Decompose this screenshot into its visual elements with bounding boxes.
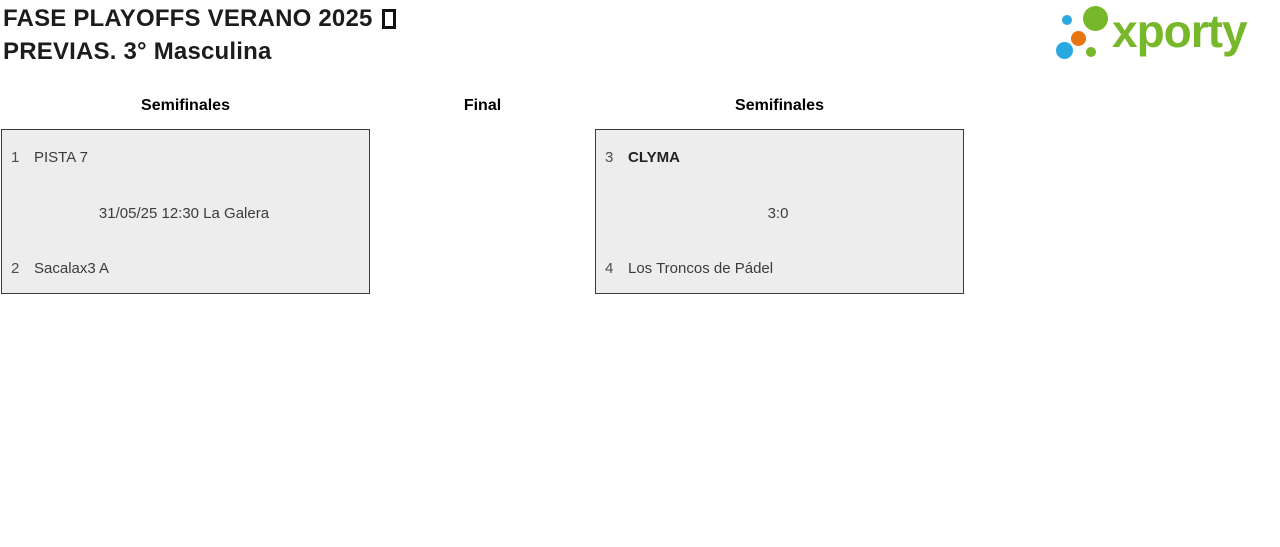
logo-dot-icon xyxy=(1071,31,1086,46)
page-title-text: FASE PLAYOFFS VERANO 2025 xyxy=(3,5,373,32)
team-row: 3 CLYMA xyxy=(605,147,951,168)
team-name: Los Troncos de Pádel xyxy=(628,260,774,277)
logo-wordmark: xporty xyxy=(1112,5,1248,57)
round-header-semifinales-left: Semifinales xyxy=(141,97,230,114)
team-seed: 2 xyxy=(11,260,20,277)
logo-dot-icon xyxy=(1086,47,1096,57)
page-title-line2: PREVIAS. 3° Masculina xyxy=(3,38,272,65)
round-header-final: Final xyxy=(463,97,502,114)
team-seed: 4 xyxy=(605,260,614,277)
team-name: Sacalax3 A xyxy=(34,260,110,277)
match-schedule: 31/05/25 12:30 La Galera xyxy=(98,204,270,222)
team-name: CLYMA xyxy=(628,149,680,166)
page-title: FASE PLAYOFFS VERANO 2025 PREVIAS. 3° Ma… xyxy=(3,2,396,68)
round-header-semifinales-right: Semifinales xyxy=(735,97,824,114)
missing-glyph-icon xyxy=(381,9,396,29)
logo-dot-icon xyxy=(1083,6,1108,31)
team-row: 4 Los Troncos de Pádel xyxy=(605,258,951,279)
logo-dot-icon xyxy=(1056,42,1073,59)
match-card-semifinal-1[interactable]: 1 PISTA 7 31/05/25 12:30 La Galera 2 Sac… xyxy=(1,129,370,294)
match-card-semifinal-2[interactable]: 3 CLYMA 3:0 4 Los Troncos de Pádel xyxy=(595,129,964,294)
team-seed: 1 xyxy=(11,149,20,166)
team-row: 1 PISTA 7 xyxy=(11,147,357,168)
team-name: PISTA 7 xyxy=(34,149,88,166)
logo-dot-icon xyxy=(1062,15,1072,25)
page-title-line1: FASE PLAYOFFS VERANO 2025 xyxy=(3,2,396,35)
team-seed: 3 xyxy=(605,149,614,166)
xporty-logo[interactable]: xporty xyxy=(1050,0,1280,70)
team-row: 2 Sacalax3 A xyxy=(11,258,357,279)
match-score: 3:0 xyxy=(767,204,789,222)
